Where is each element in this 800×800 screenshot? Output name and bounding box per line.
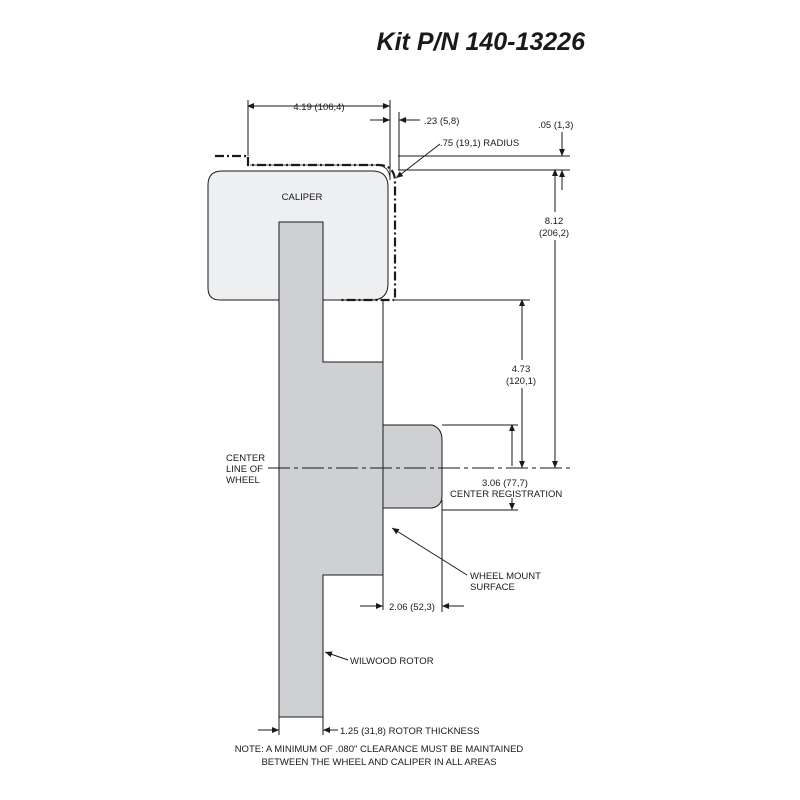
dim-center-reg-2: CENTER REGISTRATION (450, 489, 562, 500)
dim-total-height-bg (530, 212, 578, 240)
label-centerline-1: CENTER (226, 453, 265, 464)
note-line-2: BETWEEN THE WHEEL AND CALIPER IN ALL ARE… (261, 757, 496, 768)
note-line-1: NOTE: A MINIMUM OF .080" CLEARANCE MUST … (235, 744, 524, 755)
dim-center-reg-1: 3.06 (77,7) (482, 478, 528, 489)
dim-radius: .75 (19,1) RADIUS (440, 138, 519, 149)
label-centerline-2: LINE OF (226, 464, 263, 475)
label-centerline-3: WHEEL (226, 475, 260, 486)
dim-wheel-width: 4.19 (106,4) (293, 102, 344, 113)
label-wheel-mount-1: WHEEL MOUNT (470, 571, 541, 582)
dim-total-height-1: 8.12 (545, 216, 564, 227)
dim-mid-height-1: 4.73 (512, 364, 531, 375)
dim-offset: .23 (5,8) (424, 116, 459, 127)
wheel-mount-leader (391, 527, 468, 576)
dim-mid-height-2: (120,1) (506, 376, 536, 387)
label-rotor: WILWOOD ROTOR (350, 656, 434, 667)
dim-hub-depth: 2.06 (52,3) (389, 602, 435, 613)
rotor-hub-shape (278, 221, 443, 718)
caliper-shape (207, 170, 389, 301)
radius-leader (395, 143, 441, 179)
dim-total-height-2: (206,2) (539, 228, 569, 239)
label-caliper: CALIPER (282, 192, 323, 203)
dim-rotor-thickness: 1.25 (31,8) ROTOR THICKNESS (340, 726, 480, 737)
dim-clearance-top: .05 (1,3) (538, 120, 573, 131)
kit-title: Kit P/N 140-13226 (377, 28, 587, 56)
rotor-leader (324, 651, 349, 661)
label-wheel-mount-2: SURFACE (470, 582, 515, 593)
dim-mid-height-bg (498, 360, 546, 388)
